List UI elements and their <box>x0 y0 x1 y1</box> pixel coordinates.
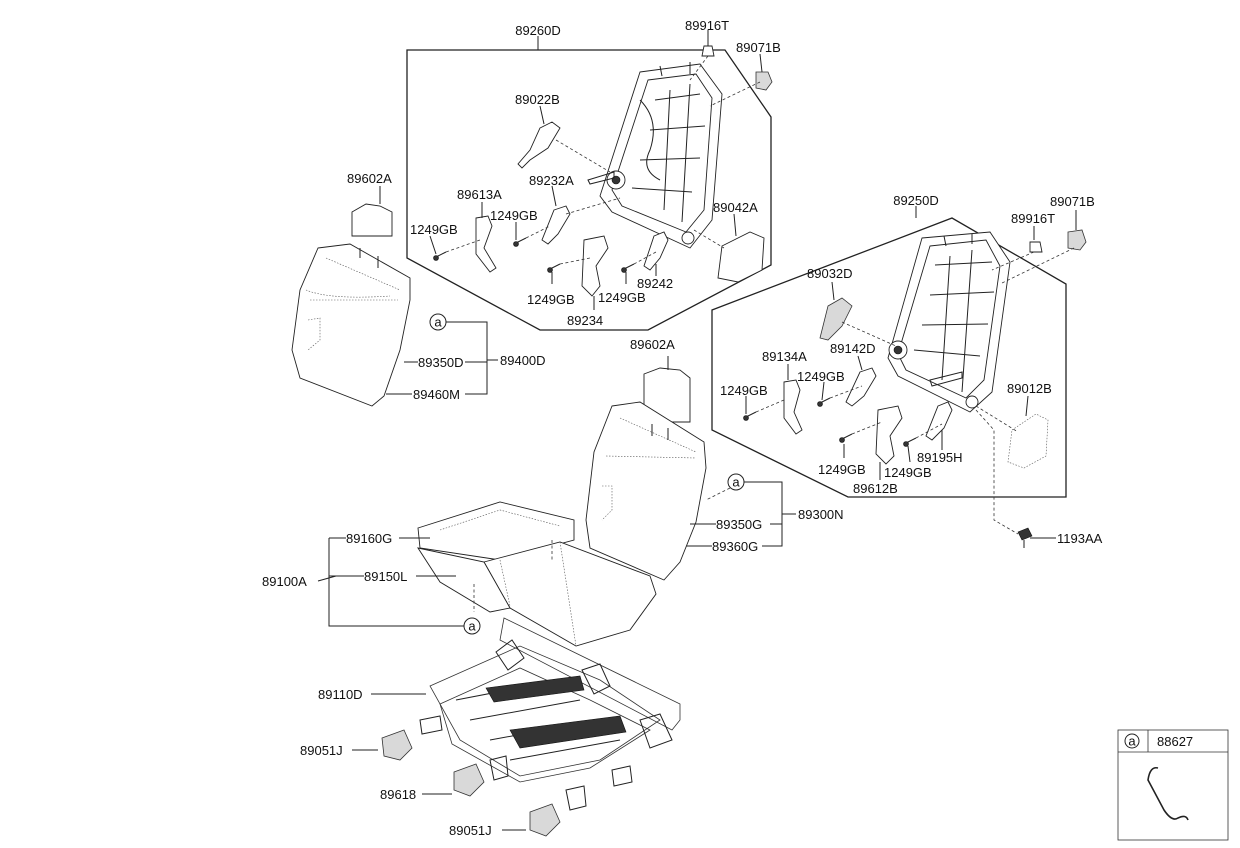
part-89051J-upper <box>381 729 413 761</box>
part-89012B <box>1007 413 1049 469</box>
svg-text:a: a <box>732 475 740 490</box>
part-89022B <box>517 121 561 169</box>
legend-box-88627: a 88627 <box>1117 729 1229 841</box>
label-89602A-right: 89602A <box>630 337 675 352</box>
clip-88627-icon <box>1147 766 1189 821</box>
label-89071B-upper: 89071B <box>736 40 781 55</box>
label-89612B: 89612B <box>853 481 898 496</box>
seatback-right <box>585 367 707 581</box>
part-89042A <box>717 231 765 283</box>
label-89100A: 89100A <box>262 574 307 589</box>
label-89071B-right: 89071B <box>1050 194 1095 209</box>
bolts-89250D <box>743 397 917 447</box>
bolt-1193AA <box>1017 527 1033 548</box>
label-1249GB-d: 1249GB <box>598 290 646 305</box>
label-1249GB-h: 1249GB <box>884 465 932 480</box>
svg-text:a: a <box>468 619 476 634</box>
seatback-left <box>291 203 411 407</box>
label-1249GB-g: 1249GB <box>818 462 866 477</box>
label-89160G: 89160G <box>346 531 392 546</box>
label-89460M: 89460M <box>413 387 460 402</box>
label-89022B: 89022B <box>515 92 560 107</box>
seatback-frame-left <box>599 62 723 249</box>
part-89071B-right <box>1067 229 1087 251</box>
label-89042A: 89042A <box>713 200 758 215</box>
dashed-guides-cushion <box>473 540 553 612</box>
label-89110D: 89110D <box>318 687 363 702</box>
label-89150L: 89150L <box>364 569 407 584</box>
label-89400D: 89400D <box>500 353 546 368</box>
label-88627: 88627 <box>1157 734 1193 749</box>
part-89916T-right <box>1029 241 1043 253</box>
label-89916T-upper: 89916T <box>685 18 729 33</box>
label-89242: 89242 <box>637 276 673 291</box>
frame-89250D <box>711 217 1067 498</box>
seatback-frame-right <box>887 231 1011 413</box>
rod-89260D <box>587 171 615 185</box>
part-89232A <box>541 205 571 245</box>
bolts-89260D <box>433 237 635 273</box>
part-89195H <box>925 401 953 441</box>
part-89071B-upper <box>755 71 773 91</box>
label-89916T-right: 89916T <box>1011 211 1055 226</box>
label-1193AA: 1193AA <box>1057 531 1103 546</box>
label-89602A-left: 89602A <box>347 171 392 186</box>
part-89916T-upper <box>701 45 715 57</box>
label-89613A: 89613A <box>457 187 502 202</box>
part-89032D <box>819 297 853 341</box>
ref-circle-a-1: a <box>429 313 447 331</box>
part-89613A <box>475 215 497 273</box>
svg-text:a: a <box>434 315 442 330</box>
label-1249GB-c: 1249GB <box>527 292 575 307</box>
label-89051J-upper: 89051J <box>300 743 343 758</box>
leader-89300N <box>686 481 796 547</box>
label-89234: 89234 <box>567 313 603 328</box>
label-89142D: 89142D <box>830 341 876 356</box>
label-89350G: 89350G <box>716 517 762 532</box>
dashed-guides-89260D <box>445 55 761 265</box>
part-89134A <box>783 379 803 435</box>
label-89195H: 89195H <box>917 450 963 465</box>
label-89232A: 89232A <box>529 173 574 188</box>
label-1249GB-a: 1249GB <box>490 208 538 223</box>
rod-89250D <box>929 371 963 387</box>
label-89260D: 89260D <box>515 23 561 38</box>
label-1249GB-f: 1249GB <box>720 383 768 398</box>
leader-89400D <box>386 321 498 395</box>
part-89051J-lower <box>529 803 561 837</box>
label-89360G: 89360G <box>712 539 758 554</box>
label-89051J-lower: 89051J <box>449 823 492 838</box>
frame-89260D <box>406 49 772 331</box>
part-89618 <box>453 763 485 797</box>
label-89012B: 89012B <box>1007 381 1052 396</box>
dashed-guides-89250D <box>755 247 1075 535</box>
label-89134A: 89134A <box>762 349 807 364</box>
label-89032D: 89032D <box>807 266 853 281</box>
seat-cushion-89100A <box>417 501 657 647</box>
label-1249GB-b: 1249GB <box>410 222 458 237</box>
ref-circle-a-2: a <box>727 473 745 491</box>
part-89612B <box>875 405 903 465</box>
label-89350D: 89350D <box>418 355 464 370</box>
legend-ref-letter: a <box>1128 734 1136 749</box>
legend-ref-circle <box>1124 733 1140 749</box>
leader-89100A <box>317 537 464 627</box>
label-89300N: 89300N <box>798 507 844 522</box>
label-89250D: 89250D <box>893 193 939 208</box>
seat-cushion-frame-89110D <box>419 617 681 811</box>
label-1249GB-e: 1249GB <box>797 369 845 384</box>
part-89142D <box>845 367 877 407</box>
leader-misc <box>352 30 1077 831</box>
part-89234 <box>581 235 609 297</box>
part-89242 <box>643 231 669 271</box>
label-89618: 89618 <box>380 787 416 802</box>
ref-circle-a-3: a <box>463 617 481 635</box>
